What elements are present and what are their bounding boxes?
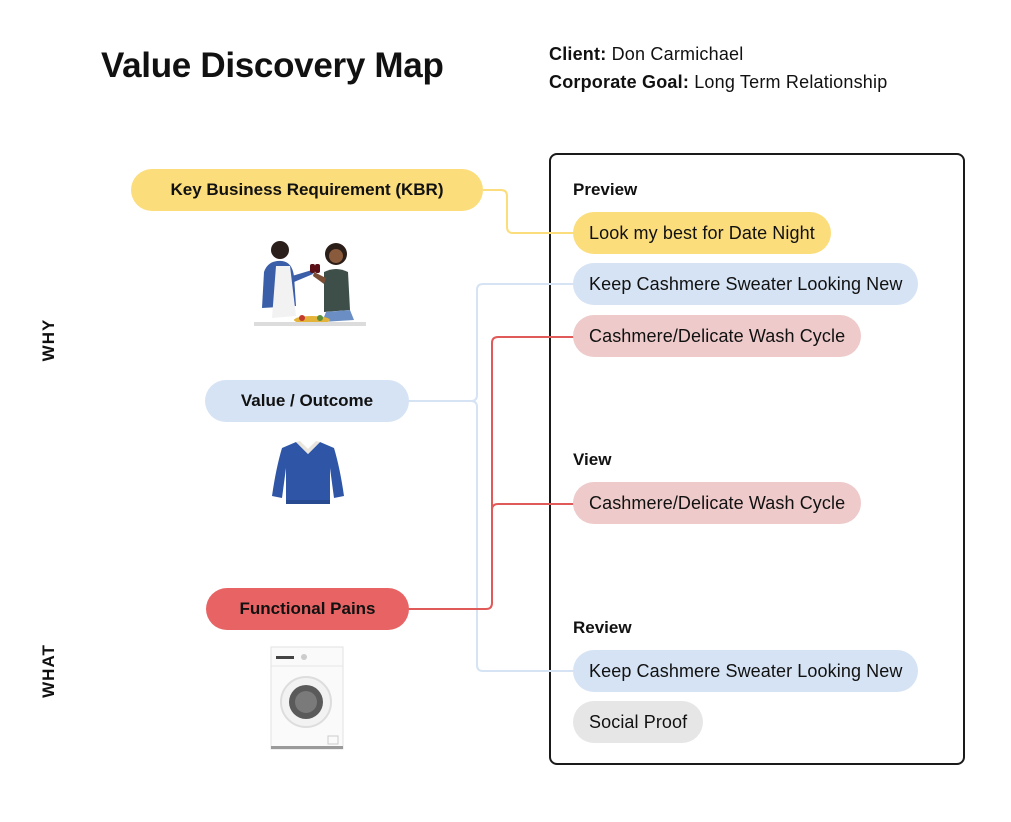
goal-label: Corporate Goal: <box>549 72 690 92</box>
why-label: WHY <box>39 318 58 362</box>
washing-machine-illustration <box>270 646 344 750</box>
section-heading-preview: Preview <box>573 180 638 199</box>
client-value: Don Carmichael <box>611 44 744 64</box>
corporate-goal-info: Corporate Goal: Long Term Relationship <box>549 72 887 93</box>
functional-pains-node[interactable]: Functional Pains <box>206 588 409 630</box>
client-info: Client: Don Carmichael <box>549 44 743 65</box>
what-label: WHAT <box>39 644 58 698</box>
blue-sweater-illustration <box>272 441 344 504</box>
pill-keep-cashmere-new[interactable]: Keep Cashmere Sweater Looking New <box>573 650 919 692</box>
section-heading-review: Review <box>573 618 632 637</box>
pill-wash-cycle[interactable]: Cashmere/Delicate Wash Cycle <box>573 315 862 357</box>
kbr-node[interactable]: Key Business Requirement (KBR) <box>131 169 483 211</box>
goal-value: Long Term Relationship <box>694 72 888 92</box>
client-label: Client: <box>549 44 607 64</box>
value-outcome-node[interactable]: Value / Outcome <box>205 380 409 422</box>
page-title: Value Discovery Map <box>101 46 444 85</box>
pill-wash-cycle[interactable]: Cashmere/Delicate Wash Cycle <box>573 482 862 524</box>
pill-look-my-best[interactable]: Look my best for Date Night <box>573 212 831 254</box>
pill-keep-cashmere-new[interactable]: Keep Cashmere Sweater Looking New <box>573 263 919 305</box>
section-heading-view: View <box>573 450 612 469</box>
pill-social-proof[interactable]: Social Proof <box>573 701 704 743</box>
couple-toasting-illustration <box>254 241 366 326</box>
